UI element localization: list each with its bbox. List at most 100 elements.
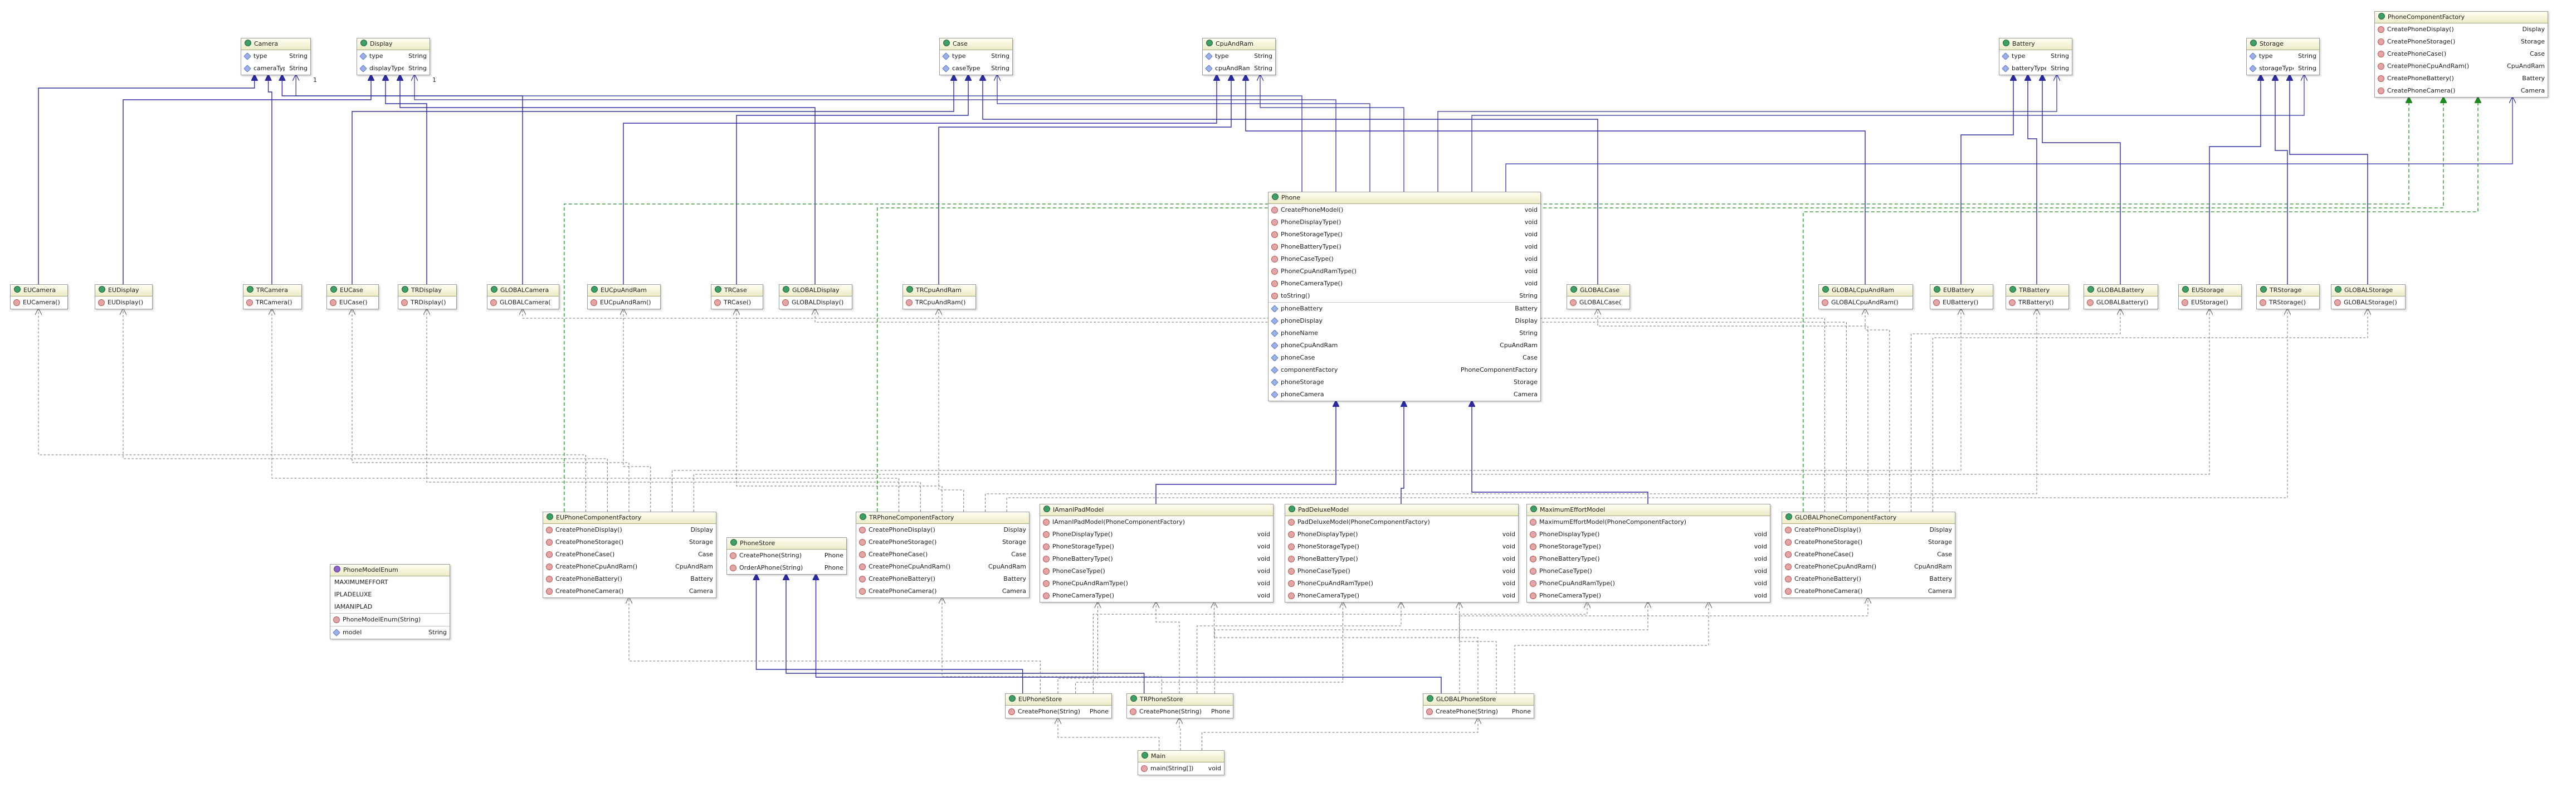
class-header[interactable]: GLOBALPhoneStore — [1423, 694, 1534, 706]
class-header[interactable]: PhoneStore — [727, 538, 846, 550]
class-header[interactable]: TRCase — [711, 285, 763, 297]
class-header[interactable]: TRStorage — [2257, 285, 2319, 297]
class-header[interactable]: TRCamera — [243, 285, 301, 297]
method-row: EUCase() — [327, 297, 378, 309]
class-header[interactable]: GLOBALPhoneComponentFactory — [1782, 512, 1955, 524]
class-header[interactable]: TRBattery — [2006, 285, 2068, 297]
class-name: GLOBALPhoneComponentFactory — [1795, 514, 1897, 521]
class-header[interactable]: Storage — [2247, 38, 2319, 50]
class-camera[interactable]: CameratypeStringcameraTypeString — [241, 38, 311, 75]
dependency-edge — [939, 308, 964, 512]
class-header[interactable]: TRDisplay — [398, 285, 456, 297]
class-header[interactable]: CpuAndRam — [1203, 38, 1275, 50]
class-header[interactable]: Camera — [241, 38, 310, 50]
class-cpuandram[interactable]: CpuAndRamtypeStringcpuAndRamTypeString — [1202, 38, 1276, 75]
field-icon — [1271, 354, 1279, 362]
member-name: GLOBALCpuAndRam() — [1831, 299, 1899, 306]
class-header[interactable]: EUCpuAndRam — [588, 285, 660, 297]
class-header[interactable]: Display — [357, 38, 430, 50]
class-header[interactable]: Battery — [1999, 38, 2072, 50]
method-icon — [1043, 531, 1050, 538]
class-header[interactable]: TRPhoneStore — [1127, 694, 1233, 706]
class-header[interactable]: Main — [1138, 751, 1224, 762]
class-header[interactable]: MaximumEffortModel — [1527, 504, 1770, 516]
class-header[interactable]: GLOBALStorage — [2331, 285, 2405, 297]
class-header[interactable]: EUCamera — [11, 285, 67, 297]
class-header[interactable]: GLOBALCamera — [487, 285, 559, 297]
class-header[interactable]: EUStorage — [2179, 285, 2241, 297]
class-header[interactable]: TRCpuAndRam — [903, 285, 975, 297]
class-header[interactable]: PadDeluxeModel — [1285, 504, 1518, 516]
generalization-edge — [786, 574, 1145, 693]
class-header[interactable]: GLOBALBattery — [2084, 285, 2158, 297]
member-type: void — [1524, 206, 1538, 213]
class-header[interactable]: IAmanIPadModel — [1040, 504, 1273, 516]
class-header[interactable]: PhoneComponentFactory — [2375, 12, 2548, 23]
dependency-edge — [272, 308, 899, 512]
member-name: PhoneCaseType() — [1539, 567, 1592, 575]
class-header[interactable]: GLOBALCase — [1567, 285, 1629, 297]
member-type: void — [1502, 543, 1515, 550]
method-icon — [730, 552, 736, 559]
class-header[interactable]: GLOBALCpuAndRam — [1819, 285, 1913, 297]
member-name: GLOBALCase() — [1579, 299, 1622, 306]
class-header[interactable]: EUPhoneComponentFactory — [543, 512, 716, 524]
class-header[interactable]: EUPhoneStore — [1006, 694, 1111, 706]
class-header[interactable]: TRPhoneComponentFactory — [856, 512, 1029, 524]
method-row: CreatePhoneDisplay()Display — [856, 524, 1029, 536]
method-row: CreatePhoneCase()Case — [2375, 48, 2548, 60]
class-header[interactable]: Case — [940, 38, 1012, 50]
method-icon — [1043, 568, 1050, 575]
class-header[interactable]: PhoneModelEnum — [330, 565, 450, 576]
method-icon — [546, 563, 553, 570]
class-header[interactable]: Phone — [1269, 192, 1540, 204]
class-header[interactable]: EUBattery — [1930, 285, 1993, 297]
class-name: EUDisplay — [108, 286, 139, 294]
method-icon — [1530, 519, 1536, 526]
method-icon — [1271, 268, 1278, 275]
class-header[interactable]: GLOBALDisplay — [779, 285, 852, 297]
class-name: Phone — [1281, 194, 1301, 201]
method-row: EUCpuAndRam() — [588, 297, 660, 309]
class-header[interactable]: EUCase — [327, 285, 378, 297]
class-header[interactable]: EUDisplay — [95, 285, 152, 297]
